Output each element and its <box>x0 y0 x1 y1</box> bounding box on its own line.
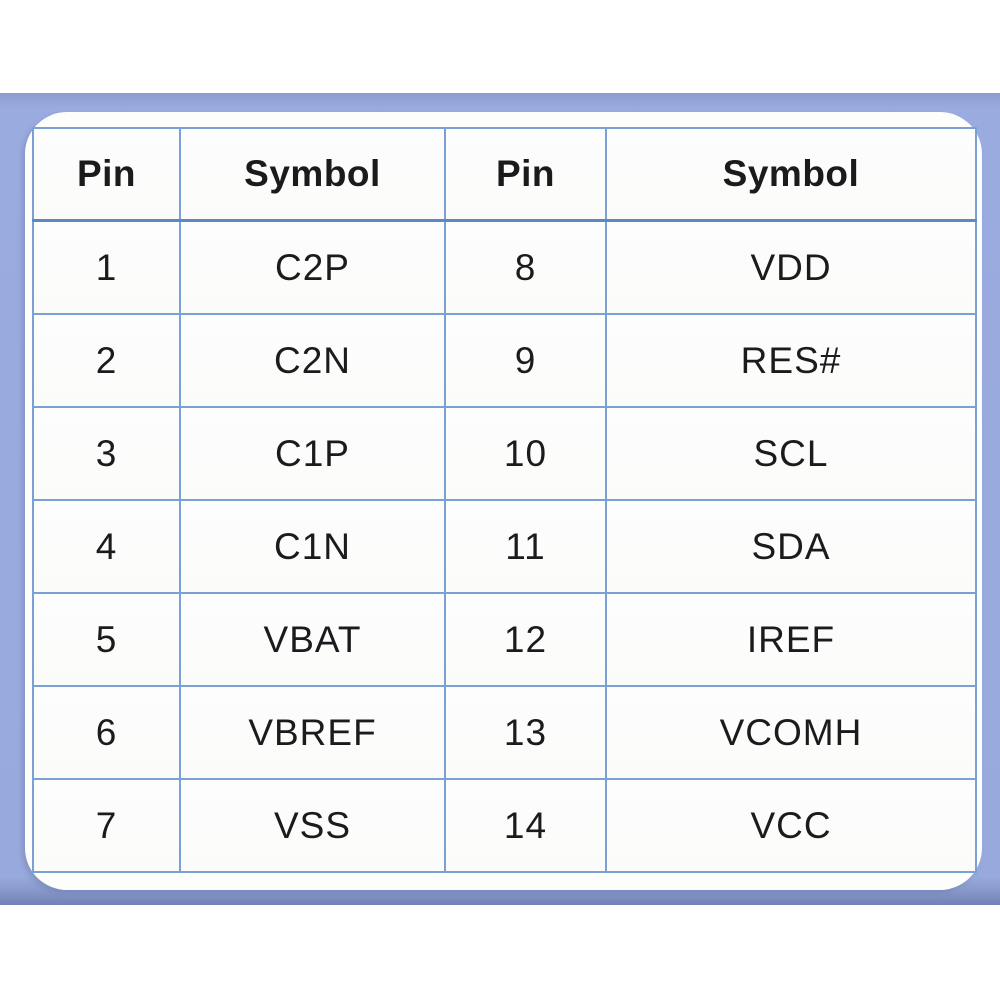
pin-cell: 13 <box>444 685 607 780</box>
pin-cell: 8 <box>444 219 607 315</box>
pin-cell: 1 <box>32 219 181 315</box>
table-row: 1 C2P 8 VDD <box>32 219 977 315</box>
table-row: 7 VSS 14 VCC <box>32 778 977 873</box>
pin-cell: 11 <box>444 499 607 594</box>
pin-cell: 7 <box>32 778 181 873</box>
symbol-cell: VBREF <box>179 685 446 780</box>
pin-cell: 3 <box>32 406 181 501</box>
symbol-cell: VSS <box>179 778 446 873</box>
header-symbol-left: Symbol <box>179 127 446 222</box>
table-row: 3 C1P 10 SCL <box>32 406 977 501</box>
symbol-cell: VDD <box>605 219 977 315</box>
symbol-cell: SCL <box>605 406 977 501</box>
symbol-cell: VCC <box>605 778 977 873</box>
pin-cell: 10 <box>444 406 607 501</box>
table-row: 2 C2N 9 RES# <box>32 313 977 408</box>
pin-cell: 4 <box>32 499 181 594</box>
pin-cell: 12 <box>444 592 607 687</box>
pin-cell: 14 <box>444 778 607 873</box>
table-row: 4 C1N 11 SDA <box>32 499 977 594</box>
symbol-cell: SDA <box>605 499 977 594</box>
symbol-cell: C1P <box>179 406 446 501</box>
pin-cell: 6 <box>32 685 181 780</box>
table-row: 5 VBAT 12 IREF <box>32 592 977 687</box>
header-pin-right: Pin <box>444 127 607 222</box>
pin-cell: 2 <box>32 313 181 408</box>
symbol-cell: C2P <box>179 219 446 315</box>
symbol-cell: VBAT <box>179 592 446 687</box>
symbol-cell: IREF <box>605 592 977 687</box>
symbol-cell: VCOMH <box>605 685 977 780</box>
pin-cell: 9 <box>444 313 607 408</box>
table-row: 6 VBREF 13 VCOMH <box>32 685 977 780</box>
symbol-cell: C2N <box>179 313 446 408</box>
table-header-row: Pin Symbol Pin Symbol <box>32 127 977 222</box>
pinout-table: Pin Symbol Pin Symbol 1 C2P 8 VDD 2 C2N … <box>32 127 977 873</box>
header-pin-left: Pin <box>32 127 181 222</box>
symbol-cell: C1N <box>179 499 446 594</box>
pin-cell: 5 <box>32 592 181 687</box>
symbol-cell: RES# <box>605 313 977 408</box>
header-symbol-right: Symbol <box>605 127 977 222</box>
pinout-card: Pin Symbol Pin Symbol 1 C2P 8 VDD 2 C2N … <box>25 112 982 890</box>
